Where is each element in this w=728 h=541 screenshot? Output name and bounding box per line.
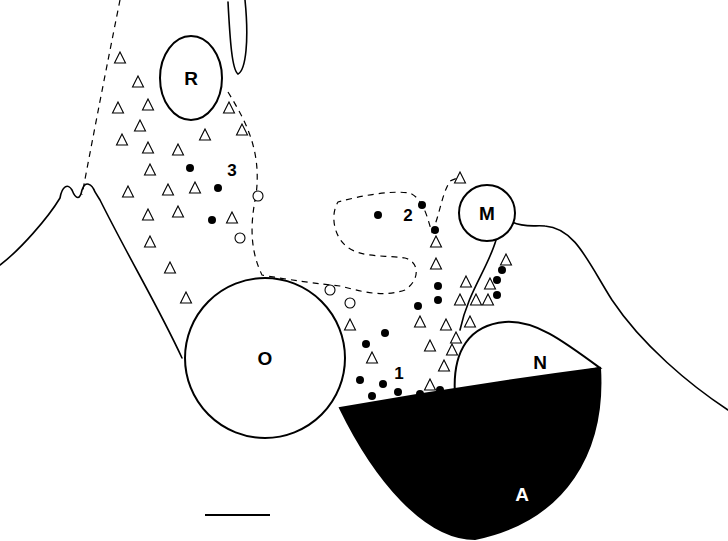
dot-marker — [394, 388, 402, 396]
dot-marker — [493, 291, 501, 299]
dot-marker — [381, 329, 389, 337]
triangle-marker — [455, 172, 466, 183]
triangle-marker — [501, 254, 512, 265]
triangle-marker — [173, 206, 184, 217]
scale-bar — [205, 514, 270, 516]
triangle-marker — [181, 292, 192, 303]
triangle-marker — [123, 186, 134, 197]
triangle-marker — [143, 142, 154, 153]
triangle-marker — [143, 209, 154, 220]
triangle-marker — [415, 316, 426, 327]
triangle-marker — [165, 262, 176, 273]
triangle-marker — [145, 164, 156, 175]
triangle-marker — [163, 184, 174, 195]
filled-region: A — [335, 360, 610, 541]
triangle-marker — [439, 360, 450, 371]
triangle-marker — [455, 294, 466, 305]
triangle-marker — [425, 379, 436, 390]
structure-letter: O — [258, 349, 273, 368]
shape-outline — [160, 36, 222, 120]
triangle-marker — [345, 319, 356, 330]
triangle-marker — [135, 120, 146, 131]
ring-marker — [325, 285, 335, 295]
tissue-edge — [0, 184, 182, 358]
dot-marker — [356, 376, 364, 384]
triangle-marker — [471, 294, 482, 305]
shape-outline — [185, 278, 345, 438]
structure-letter: R — [184, 69, 198, 88]
triangle-marker — [224, 102, 235, 113]
triangle-marker — [451, 332, 462, 343]
triangle-marker — [190, 182, 201, 193]
region-boundary — [228, 92, 462, 294]
triangle-marker — [145, 236, 156, 247]
structure-letter: M — [479, 204, 495, 223]
dot-marker — [418, 201, 426, 209]
triangle-marker — [113, 102, 124, 113]
callout-number: 3 — [227, 162, 236, 179]
dot-marker — [414, 302, 422, 310]
dot-marker — [186, 164, 194, 172]
dot-marker — [493, 276, 501, 284]
dot-marker — [368, 392, 376, 400]
stalk-edge — [460, 240, 496, 330]
triangle-marker — [441, 319, 452, 330]
triangle-marker — [115, 52, 126, 63]
ring-marker — [235, 233, 245, 243]
triangle-marker — [367, 352, 378, 363]
triangle-marker — [431, 258, 442, 269]
dot-marker — [379, 380, 387, 388]
triangle-marker — [200, 129, 211, 140]
triangle-marker — [143, 99, 154, 110]
triangle-marker — [173, 144, 184, 155]
dot-marker — [208, 216, 216, 224]
ring-marker — [253, 191, 263, 201]
triangle-marker — [461, 276, 472, 287]
nucleus-oval: R — [158, 34, 224, 122]
ring-marker — [345, 298, 355, 308]
tract-loop — [228, 0, 247, 74]
dot-marker — [431, 226, 439, 234]
triangle-marker — [431, 236, 442, 247]
structure-letter: N — [533, 353, 547, 372]
triangle-marker — [425, 340, 436, 351]
structure-letter: A — [515, 485, 529, 504]
dot-marker — [374, 211, 382, 219]
triangle-marker — [237, 124, 248, 135]
triangle-marker — [483, 294, 494, 305]
shape-outline — [340, 368, 600, 539]
dot-marker — [434, 282, 442, 290]
triangle-marker — [227, 212, 238, 223]
callout-number: 2 — [403, 207, 412, 224]
triangle-marker — [447, 344, 458, 355]
dot-marker — [214, 184, 222, 192]
shape-outline — [335, 360, 610, 541]
triangle-marker — [117, 134, 128, 145]
dot-marker — [362, 340, 370, 348]
callout-number: 1 — [394, 365, 403, 382]
nucleus-circle: M — [458, 184, 516, 242]
region-boundary — [82, 0, 120, 195]
shape-outline — [459, 185, 515, 241]
dot-marker — [498, 266, 506, 274]
triangle-marker — [133, 76, 144, 87]
triangle-marker — [465, 316, 476, 327]
dot-marker — [434, 296, 442, 304]
nucleus-circle: O — [183, 276, 347, 440]
